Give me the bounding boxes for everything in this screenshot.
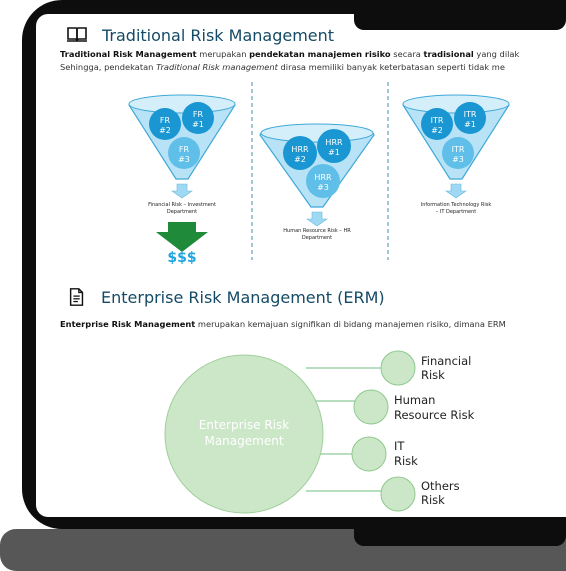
bubble-label: #3 xyxy=(178,155,190,164)
document-icon xyxy=(69,288,84,306)
bubble-label: #1 xyxy=(192,120,204,129)
erm-node-label: Risk xyxy=(394,454,418,468)
funnel-caption: – IT Department xyxy=(436,209,477,215)
funnel-caption: Department xyxy=(302,235,332,241)
bubble-label: ITR xyxy=(464,110,477,119)
bubble-itr-1 xyxy=(454,102,486,134)
down-arrow-icon xyxy=(306,211,328,227)
erm-node-human-resource xyxy=(353,389,389,425)
bubble-label: #1 xyxy=(464,120,476,129)
bubble-itr-2 xyxy=(421,108,453,140)
device-notch-bottom xyxy=(354,522,566,546)
bubble-label: #3 xyxy=(317,183,329,192)
italic-term: Traditional Risk management xyxy=(156,62,278,72)
traditional-paragraph-line-1: Traditional Risk Management merupakan pe… xyxy=(60,48,519,61)
bubble-label: #2 xyxy=(159,126,171,135)
erm-node-label: Risk xyxy=(421,493,445,507)
bubble-label: HRR xyxy=(314,173,332,182)
open-book-icon xyxy=(67,27,87,42)
bold-term: pendekatan manajemen risiko xyxy=(249,49,391,59)
bubble-fr-2 xyxy=(149,108,181,140)
traditional-heading: Traditional Risk Management xyxy=(66,25,334,45)
green-arrow-icon xyxy=(156,222,208,252)
erm-node-label: Risk xyxy=(421,368,445,382)
bubble-fr-3 xyxy=(168,137,200,169)
bubble-label: FR xyxy=(160,116,171,125)
bubble-hrr-1 xyxy=(317,129,351,163)
bubble-label: #2 xyxy=(294,155,306,164)
bubble-hrr-3 xyxy=(306,164,340,198)
down-arrow-icon xyxy=(171,183,193,199)
bubble-fr-1 xyxy=(182,102,214,134)
erm-node-label: Others xyxy=(421,479,460,493)
erm-node-others xyxy=(380,476,416,512)
erm-title: Enterprise Risk Management (ERM) xyxy=(101,287,385,307)
funnel-financial: FR #2 FR #1 FR #3 Financial Risk – Inves… xyxy=(128,94,236,266)
erm-node-label: Human xyxy=(394,393,435,407)
funnel-human-resource: HRR #2 HRR #1 HRR #3 Human Resource Risk… xyxy=(259,123,375,241)
bubble-label: HRR xyxy=(291,145,309,154)
funnel-caption: Department xyxy=(167,209,197,215)
erm-node-label: IT xyxy=(394,439,405,453)
bubble-label: #2 xyxy=(431,126,443,135)
erm-center-circle xyxy=(164,354,324,514)
bubble-label: #3 xyxy=(452,155,464,164)
bubble-label: FR xyxy=(179,145,190,154)
text: merupakan kemajuan signifikan di bidang … xyxy=(195,319,506,329)
text: secara xyxy=(390,49,424,59)
bold-term: Traditional Risk Management xyxy=(60,49,197,59)
traditional-paragraph-line-2: Sehingga, pendekatan Traditional Risk ma… xyxy=(60,61,505,74)
text: Sehingga, pendekatan xyxy=(60,62,157,72)
bold-term: Enterprise Risk Management xyxy=(60,319,196,329)
bold-term: tradisional xyxy=(423,49,474,59)
funnel-caption: Information Technology Risk xyxy=(421,202,492,208)
text: merupakan xyxy=(196,49,250,59)
erm-diagram: Enterprise Risk Management Financial Ris… xyxy=(164,350,475,514)
erm-center-label: Management xyxy=(204,434,283,448)
bubble-label: #1 xyxy=(328,148,340,157)
bubble-label: ITR xyxy=(431,116,444,125)
text: yang dilak xyxy=(473,49,520,59)
bubble-itr-3 xyxy=(442,137,474,169)
text: dirasa memiliki banyak keterbatasan sepe… xyxy=(277,62,505,72)
erm-heading: Enterprise Risk Management (ERM) xyxy=(67,287,385,307)
erm-center-label: Enterprise Risk xyxy=(199,418,289,432)
erm-node-label: Financial xyxy=(421,354,471,368)
funnel-diagram: FR #2 FR #1 FR #3 Financial Risk – Inves… xyxy=(128,82,510,514)
erm-node-financial xyxy=(380,350,416,386)
erm-paragraph-line-1: Enterprise Risk Management merupakan kem… xyxy=(60,318,506,331)
bubble-label: HRR xyxy=(325,138,343,147)
erm-node-it xyxy=(351,436,387,472)
screen: Traditional Risk Management Traditional … xyxy=(36,14,566,517)
bubble-label: ITR xyxy=(452,145,465,154)
money-label: $$$ xyxy=(167,250,196,266)
funnel-information-technology: ITR #2 ITR #1 ITR #3 Information Technol… xyxy=(402,94,510,215)
funnel-caption: Financial Risk – Investment xyxy=(148,202,216,208)
bubble-hrr-2 xyxy=(283,136,317,170)
down-arrow-icon xyxy=(445,183,467,199)
device-notch-top xyxy=(354,0,566,30)
bubble-label: FR xyxy=(193,110,204,119)
funnel-caption: Human Resource Risk – HR xyxy=(283,228,351,234)
erm-node-label: Resource Risk xyxy=(394,408,475,422)
traditional-title: Traditional Risk Management xyxy=(102,25,335,45)
